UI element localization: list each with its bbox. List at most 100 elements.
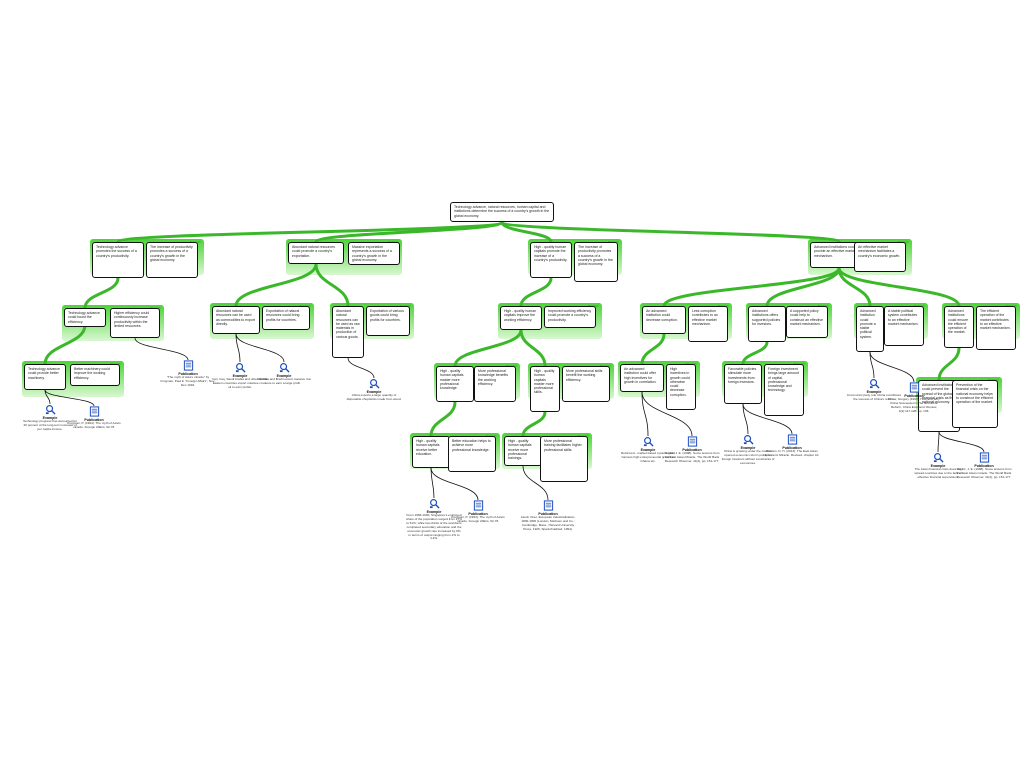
node-a1a-ev[interactable]: Better machinery could improve the worki… xyxy=(70,364,120,386)
example-icon xyxy=(256,362,312,373)
example-label: Example xyxy=(640,448,656,452)
publication-text: Perkins, D. H. (2013). The East Asian Ec… xyxy=(764,449,820,457)
node-d2a[interactable]: Favorable policies stimulate more invest… xyxy=(724,364,762,404)
node-c1a-ev[interactable]: More professional knowledge benefits the… xyxy=(474,366,516,402)
node-c1[interactable]: High - quality human capitals improve th… xyxy=(500,306,542,330)
node-d4[interactable]: Advanced institutions could ensure the e… xyxy=(944,306,974,348)
link-b-b1 xyxy=(234,263,318,307)
node-d1a[interactable]: An advanced institution could offer high… xyxy=(620,364,664,392)
example-icon xyxy=(620,436,676,447)
node-c1-ev[interactable]: Improved working efficiency could promot… xyxy=(544,306,596,328)
example-label: Example xyxy=(232,374,248,378)
node-c1a1[interactable]: High - quality human capitals receive be… xyxy=(412,436,450,468)
publication-label: Publication xyxy=(974,464,994,468)
example-icon xyxy=(22,404,78,415)
link-b-b2 xyxy=(314,263,350,307)
link-d4-d4a xyxy=(937,347,961,381)
node-b2[interactable]: Abundant natural resources can be used a… xyxy=(332,306,364,358)
node-a-ev[interactable]: The increase of productivity promotes a … xyxy=(146,242,198,278)
node-a1a[interactable]: Technology advance could provide better … xyxy=(24,364,66,390)
node-d4-ev[interactable]: The efficient operation of the market co… xyxy=(976,306,1016,350)
node-d1[interactable]: An advanced institution could decrease c… xyxy=(642,306,686,334)
node-d2[interactable]: Advanced institutions offers supported p… xyxy=(748,306,786,342)
example-text: Iran, Iraq, Saudi Arabia and other Middl… xyxy=(212,377,268,389)
link-a1-a1a xyxy=(43,324,87,365)
publication-icon xyxy=(450,500,506,511)
node-d2a-ev[interactable]: Foreign investment brings large amount o… xyxy=(764,364,804,416)
publication-text: Stiglitz, J. E. (1998). Some lessons fro… xyxy=(956,467,1012,479)
node-a1-ev[interactable]: Higher efficiency could continuously inc… xyxy=(110,308,160,338)
node-d2-ev[interactable]: A supported policy could help to constru… xyxy=(786,306,828,338)
node-c1b1[interactable]: High - quality human capitals receive mo… xyxy=(504,436,542,466)
publication-label: Publication xyxy=(468,512,488,516)
link-root-b xyxy=(314,220,504,244)
card-pub-a1[interactable]: Publication"The myth of Asia's miracle" … xyxy=(160,360,216,388)
link-d-d1 xyxy=(662,267,841,307)
publication-label: Publication xyxy=(782,446,802,450)
example-label: Example xyxy=(426,510,442,514)
link-c1b-c1b1 xyxy=(521,411,547,437)
node-c1b1-ev[interactable]: More professional training facilitates h… xyxy=(540,436,588,482)
node-b-ev[interactable]: Massive exportation represents a success… xyxy=(348,242,400,266)
node-d3[interactable]: Advanced institution could promote a sta… xyxy=(856,306,884,352)
node-d1-ev[interactable]: Less corruption contributes to an effect… xyxy=(688,306,728,342)
example-icon xyxy=(846,378,902,389)
example-text: From 1965-1990, Singapore's employed sha… xyxy=(406,513,462,541)
publication-label: Publication xyxy=(538,512,558,516)
example-text: Technology progress has accounted for 40… xyxy=(22,419,77,431)
node-d4a-ev[interactable]: Prevention of the financial crisis on th… xyxy=(952,380,998,428)
node-b1[interactable]: Abundant natural resources can be used a… xyxy=(212,306,260,334)
example-text: The Asian financial crisis does not spre… xyxy=(914,467,962,479)
link-c1-c1b xyxy=(519,329,547,367)
link-c-c1 xyxy=(519,277,553,307)
link-d2-d2a xyxy=(741,341,769,365)
example-text: Communist party rule China contributes t… xyxy=(846,393,902,401)
link-c1a-c1a1 xyxy=(429,401,457,437)
publication-text: "The myth of Asia's miracle" by Krugman,… xyxy=(160,375,216,387)
link-d-d2 xyxy=(765,267,841,307)
example-label: Example xyxy=(930,464,946,468)
node-d-ev[interactable]: An effective market mechanism facilitate… xyxy=(854,242,906,272)
example-label: Example xyxy=(366,390,382,394)
node-a1[interactable]: Technology advance could boost the effic… xyxy=(64,308,106,327)
node-b1-ev[interactable]: Exportation of natural resources could b… xyxy=(262,306,310,330)
example-text: China exports a large quantity of dispos… xyxy=(346,393,402,401)
example-label: Example xyxy=(740,446,756,450)
node-c-ev[interactable]: The increase of productivity promotes a … xyxy=(574,242,618,282)
publication-icon xyxy=(160,360,216,371)
node-d1a-ev[interactable]: High incentives in growth could otherwis… xyxy=(666,364,696,410)
publication-text: Krugman, P. (1994). The myth of Asia's m… xyxy=(451,515,505,523)
node-b[interactable]: Abundant natural resources could promote… xyxy=(288,242,344,264)
node-c[interactable]: High - quality human capitals promote th… xyxy=(530,242,572,278)
node-root[interactable]: Technology advance, natural resources, h… xyxy=(450,202,554,222)
node-c1b-ev[interactable]: More professional skills benefit the wor… xyxy=(562,366,610,402)
link-root-c xyxy=(500,221,553,243)
example-label: Example xyxy=(866,390,882,394)
example-icon xyxy=(406,498,462,509)
node-c1b[interactable]: High - quality human capitals master mor… xyxy=(530,366,560,412)
node-c1a[interactable]: High - quality human capitals master mor… xyxy=(436,366,474,402)
link-a-a1 xyxy=(83,277,120,309)
node-c1a1-ev[interactable]: Better education helps to achieve more p… xyxy=(448,436,496,472)
node-a[interactable]: Technology advance promotes the success … xyxy=(92,242,144,278)
publication-icon xyxy=(886,382,942,393)
node-b2-ev[interactable]: Exportation of various goods could bring… xyxy=(366,306,410,336)
node-d3-ev[interactable]: A stable political system contributes to… xyxy=(884,306,924,346)
